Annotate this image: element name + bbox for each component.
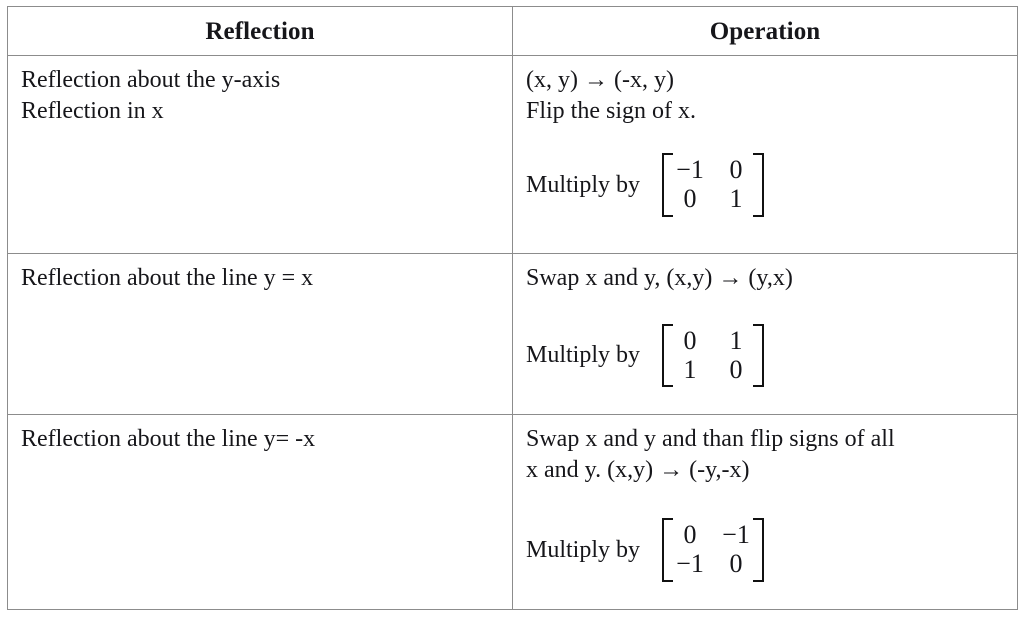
table-body: Reflection about the y-axis Reflection i… (7, 55, 1018, 610)
reflection-text-line: Reflection about the line y= -x (21, 426, 316, 452)
multiply-block: Multiply by −1 0 0 1 (526, 153, 1009, 217)
reflection-cell: Reflection about the y-axis Reflection i… (7, 55, 513, 254)
multiply-block: Multiply by 0 1 1 0 (526, 324, 1009, 388)
matrix-entry: 0 (729, 155, 743, 185)
matrix-entry: 1 (683, 355, 697, 385)
column-header-reflection: Reflection (7, 6, 513, 56)
reflection-text-line: Reflection about the line y = x (21, 265, 314, 291)
operation-text-line: Swap x and y and than flip signs of all (526, 426, 895, 452)
table-row: Reflection about the line y= -x Swap x a… (7, 414, 1018, 610)
matrix-entry: −1 (676, 155, 704, 185)
reflection-cell: Reflection about the line y = x (7, 253, 513, 415)
matrix-entry: 0 (683, 184, 697, 214)
column-header-operation: Operation (512, 6, 1018, 56)
operation-cell: (x, y) → (-x, y) Flip the sign of x. Mul… (512, 55, 1018, 254)
matrix-entry: 0 (729, 549, 743, 579)
matrix-entry: 1 (729, 184, 743, 214)
transformation-matrix: −1 0 0 1 (662, 153, 765, 217)
operation-cell: Swap x and y, (x,y) → (y,x) Multiply by … (512, 253, 1018, 415)
matrix-entry: −1 (676, 549, 704, 579)
reflection-text-line: Reflection in x (21, 98, 164, 125)
matrix-entry: −1 (722, 520, 750, 550)
matrix-entry: 1 (729, 326, 743, 356)
operation-text-line: Flip the sign of x. (526, 98, 697, 125)
table-row: Reflection about the y-axis Reflection i… (7, 55, 1018, 254)
multiply-block: Multiply by 0 −1 −1 0 (526, 518, 1009, 582)
reflection-text-line: Reflection about the y-axis (21, 67, 281, 93)
multiply-label: Multiply by (526, 171, 641, 198)
transformation-matrix: 0 −1 −1 0 (662, 518, 765, 582)
reflection-operation-table: Reflection Operation Reflection about th… (7, 6, 1018, 610)
transformation-matrix: 0 1 1 0 (662, 324, 765, 388)
header-row: Reflection Operation (7, 6, 1018, 56)
multiply-label: Multiply by (526, 536, 641, 563)
table-row: Reflection about the line y = x Swap x a… (7, 253, 1018, 415)
operation-text-line: Swap x and y, (x,y) → (y,x) (526, 265, 793, 291)
reflection-cell: Reflection about the line y= -x (7, 414, 513, 610)
multiply-label: Multiply by (526, 342, 641, 369)
operation-text-line: (x, y) → (-x, y) (526, 67, 674, 93)
matrix-entry: 0 (683, 326, 697, 356)
matrix-entry: 0 (683, 520, 697, 550)
operation-text-line: x and y. (x,y) → (-y,-x) (526, 457, 750, 484)
matrix-entry: 0 (729, 355, 743, 385)
table-header: Reflection Operation (7, 6, 1018, 56)
operation-cell: Swap x and y and than flip signs of all … (512, 414, 1018, 610)
